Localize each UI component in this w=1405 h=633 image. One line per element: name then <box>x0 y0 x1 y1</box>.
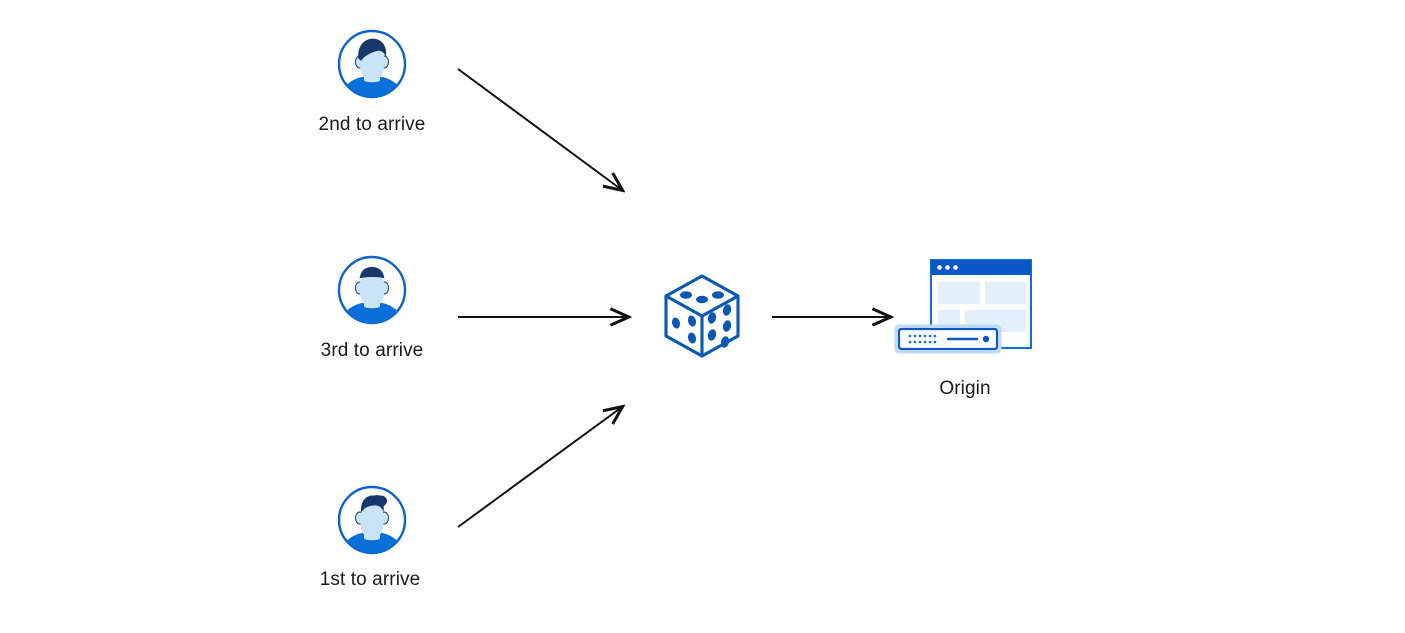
client-label-2nd: 2nd to arrive <box>318 114 426 135</box>
user-avatar-icon <box>334 26 410 102</box>
server-device-icon <box>894 324 1002 354</box>
user-avatar-icon <box>334 482 410 558</box>
client-label-1st: 1st to arrive <box>319 569 421 590</box>
dice-icon <box>656 268 748 364</box>
window-dots <box>937 265 958 270</box>
browser-window-with-server-icon <box>893 258 1043 368</box>
arrow-1st-to-dice <box>457 407 622 528</box>
user-avatar-icon <box>334 252 410 328</box>
client-label-3rd: 3rd to arrive <box>320 340 424 361</box>
origin-label: Origin <box>939 378 991 399</box>
